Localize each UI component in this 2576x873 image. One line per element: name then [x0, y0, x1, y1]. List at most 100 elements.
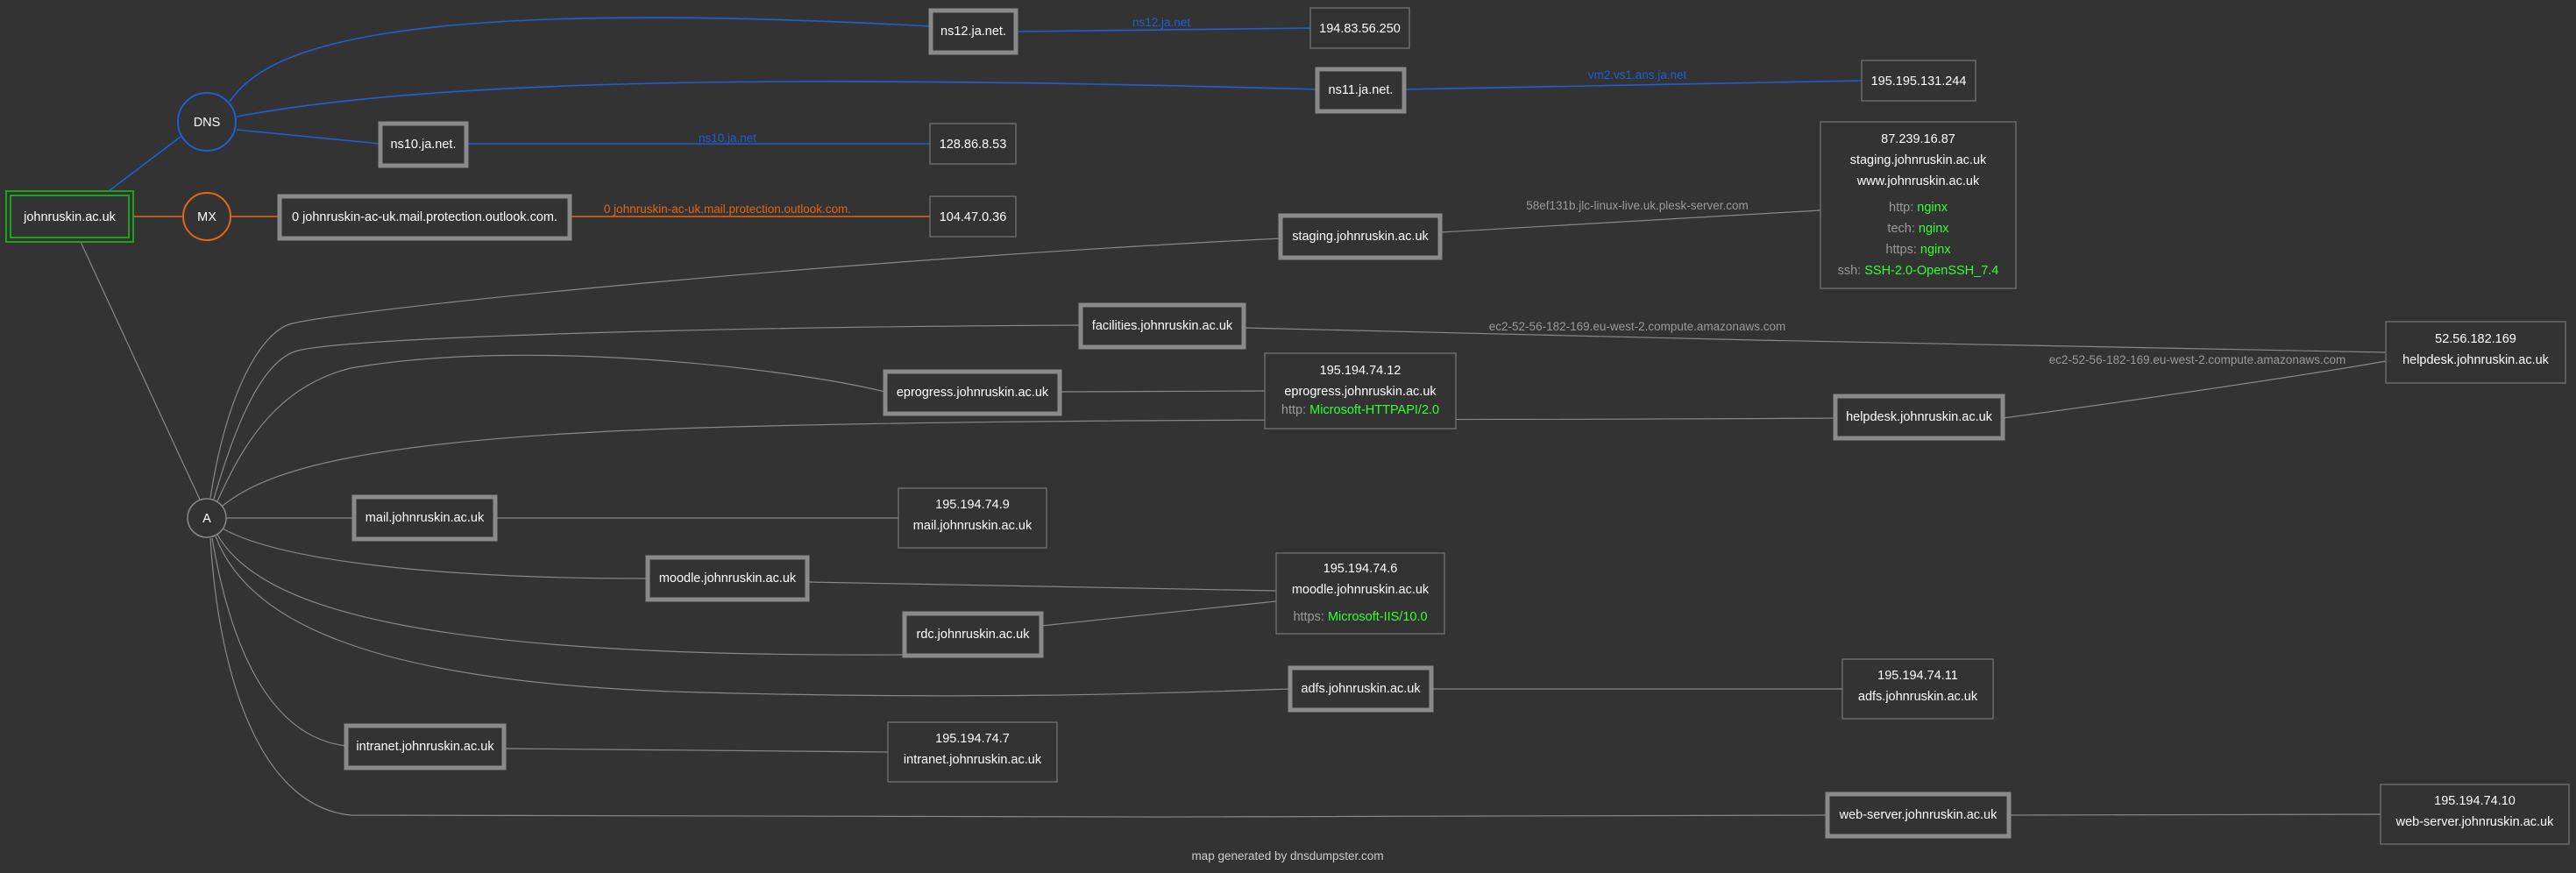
edge-a-helpdesk [222, 417, 1836, 507]
service-value: nginx [1917, 201, 1948, 215]
host-eprogress-label: eprogress.johnruskin.ac.uk [897, 386, 1049, 400]
host-webserver[interactable]: web-server.johnruskin.ac.uk [1825, 791, 2012, 839]
root-node[interactable]: johnruskin.ac.uk [5, 190, 134, 243]
hub-dns[interactable]: DNS [177, 92, 237, 152]
ip-moodle-line-1: moodle.johnruskin.ac.uk [1292, 583, 1430, 597]
edge-eprogress-ip [1059, 390, 1266, 393]
edge-label-ns11: vm2.vs1.ans.ja.net [1588, 68, 1687, 82]
service-key: https: [1293, 610, 1323, 624]
hub-a-label: A [202, 512, 211, 526]
host-intranet-label: intranet.johnruskin.ac.uk [356, 740, 494, 754]
service-key: tech: [1887, 222, 1914, 236]
ip-box-moodle[interactable]: 195.194.74.6 moodle.johnruskin.ac.uk htt… [1275, 552, 1445, 635]
host-mx-label: 0 johnruskin-ac-uk.mail.protection.outlo… [292, 210, 557, 224]
edge-a-facilities [213, 324, 1082, 500]
host-moodle[interactable]: moodle.johnruskin.ac.uk [645, 555, 810, 602]
hub-mx[interactable]: MX [182, 192, 231, 241]
host-ns10-label: ns10.ja.net. [391, 138, 457, 152]
ip-staging-line-0: 87.239.16.87 [1881, 132, 1955, 146]
ip-eprogress-line-0: 195.194.74.12 [1320, 364, 1402, 378]
ip-ns10: 128.86.8.53 [940, 138, 1007, 152]
edge-a-eprogress [216, 354, 886, 502]
host-ns11[interactable]: ns11.ja.net. [1315, 67, 1407, 114]
ip-staging-service-3: ssh: SSH-2.0-OpenSSH_7.4 [1838, 264, 1999, 278]
ip-intranet-line-1: intranet.johnruskin.ac.uk [904, 753, 1042, 767]
ip-ns11: 195.195.131.244 [1871, 75, 1967, 89]
host-helpdesk[interactable]: helpdesk.johnruskin.ac.uk [1833, 394, 2005, 441]
edge-label-staging: 58ef131b.jlc-linux-live.uk.plesk-server.… [1526, 199, 1749, 212]
host-ns12[interactable]: ns12.ja.net. [928, 8, 1018, 55]
edge-root-a [80, 241, 201, 500]
ip-box-helpdesk[interactable]: 52.56.182.169 helpdesk.johnruskin.ac.uk [2385, 321, 2566, 384]
edge-label-facilities: ec2-52-56-182-169.eu-west-2.compute.amaz… [1489, 320, 1785, 333]
edge-root-dns [108, 136, 181, 192]
edge-label-helpdesk: ec2-52-56-182-169.eu-west-2.compute.amaz… [2049, 353, 2345, 366]
host-helpdesk-label: helpdesk.johnruskin.ac.uk [1846, 410, 1993, 424]
host-mx[interactable]: 0 johnruskin-ac-uk.mail.protection.outlo… [277, 194, 572, 241]
ip-intranet-line-0: 195.194.74.7 [935, 732, 1010, 746]
ip-box-mx[interactable]: 104.47.0.36 [929, 195, 1017, 238]
ip-ns12: 194.83.56.250 [1319, 22, 1401, 36]
service-key: ssh: [1838, 264, 1862, 278]
host-mail[interactable]: mail.johnruskin.ac.uk [351, 494, 498, 542]
edge-dns-ns10 [236, 129, 381, 145]
host-eprogress[interactable]: eprogress.johnruskin.ac.uk [883, 369, 1062, 416]
host-staging[interactable]: staging.johnruskin.ac.uk [1278, 213, 1443, 260]
ip-helpdesk-line-1: helpdesk.johnruskin.ac.uk [2402, 353, 2550, 367]
host-webserver-label: web-server.johnruskin.ac.uk [1839, 808, 1998, 822]
edge-facilities-ip [1243, 327, 2387, 353]
ip-adfs-line-0: 195.194.74.11 [1877, 669, 1958, 683]
ip-staging-service-0: http: nginx [1889, 201, 1948, 215]
edge-intranet-ip [503, 748, 889, 753]
ip-box-ns12[interactable]: 194.83.56.250 [1309, 7, 1410, 49]
ip-box-adfs[interactable]: 195.194.74.11 adfs.johnruskin.ac.uk [1842, 658, 1994, 720]
edge-dns-ns12 [229, 17, 932, 103]
service-key: http: [1889, 201, 1913, 215]
host-ns10[interactable]: ns10.ja.net. [378, 121, 469, 168]
host-rdc-label: rdc.johnruskin.ac.uk [917, 628, 1031, 642]
root-label: johnruskin.ac.uk [23, 210, 117, 224]
host-facilities[interactable]: facilities.johnruskin.ac.uk [1078, 302, 1246, 350]
host-ns11-label: ns11.ja.net. [1329, 83, 1394, 97]
ip-moodle-service-0: https: Microsoft-IIS/10.0 [1293, 610, 1427, 624]
service-key: https: [1885, 243, 1916, 257]
edge-rdc-ip [1040, 600, 1277, 627]
edges [80, 17, 2387, 819]
ip-box-intranet[interactable]: 195.194.74.7 intranet.johnruskin.ac.uk [887, 721, 1058, 783]
hub-dns-label: DNS [194, 116, 221, 130]
edge-webserver-ip [2008, 813, 2381, 816]
host-rdc[interactable]: rdc.johnruskin.ac.uk [902, 611, 1044, 658]
ip-mx: 104.47.0.36 [940, 210, 1007, 224]
host-intranet[interactable]: intranet.johnruskin.ac.uk [344, 723, 507, 770]
service-value: nginx [1919, 222, 1949, 236]
ip-mail-line-0: 195.194.74.9 [935, 498, 1010, 512]
edge-a-staging [209, 238, 1281, 499]
ip-moodle-line-0: 195.194.74.6 [1323, 562, 1398, 576]
ip-box-mail[interactable]: 195.194.74.9 mail.johnruskin.ac.uk [898, 487, 1047, 549]
ip-box-ns10[interactable]: 128.86.8.53 [929, 123, 1017, 165]
hub-mx-label: MX [197, 210, 216, 224]
ip-box-eprogress[interactable]: 195.194.74.12 eprogress.johnruskin.ac.uk… [1264, 352, 1457, 429]
edge-label-ns12: ns12.ja.net [1132, 16, 1190, 29]
service-value: Microsoft-IIS/10.0 [1328, 610, 1428, 624]
edge-a-moodle [222, 528, 649, 579]
edge-moodle-ip [806, 581, 1277, 592]
service-value: Microsoft-HTTPAPI/2.0 [1309, 403, 1439, 417]
ip-adfs-line-1: adfs.johnruskin.ac.uk [1858, 690, 1978, 704]
edge-label-mx: 0 johnruskin-ac-uk.mail.protection.outlo… [604, 202, 851, 216]
edge-label-ns10: ns10.ja.net [699, 131, 756, 145]
ip-webserver-line-0: 195.194.74.10 [2434, 794, 2516, 808]
ip-box-ns11[interactable]: 195.195.131.244 [1861, 60, 1976, 102]
ip-helpdesk-line-0: 52.56.182.169 [2435, 332, 2516, 346]
host-moodle-label: moodle.johnruskin.ac.uk [659, 571, 797, 586]
host-adfs[interactable]: adfs.johnruskin.ac.uk [1288, 665, 1434, 713]
ip-box-staging[interactable]: 87.239.16.87 staging.johnruskin.ac.uk ww… [1820, 121, 2017, 289]
hub-a[interactable]: A [187, 498, 227, 538]
edge-a-rdc [216, 534, 905, 656]
service-key: http: [1281, 403, 1306, 417]
ip-staging-line-1: staging.johnruskin.ac.uk [1850, 153, 1987, 167]
service-value: nginx [1920, 243, 1951, 257]
ip-box-webserver[interactable]: 195.194.74.10 web-server.johnruskin.ac.u… [2380, 784, 2570, 845]
ip-staging-service-1: tech: nginx [1887, 222, 1949, 236]
edge-staging-ip [1439, 209, 1821, 233]
